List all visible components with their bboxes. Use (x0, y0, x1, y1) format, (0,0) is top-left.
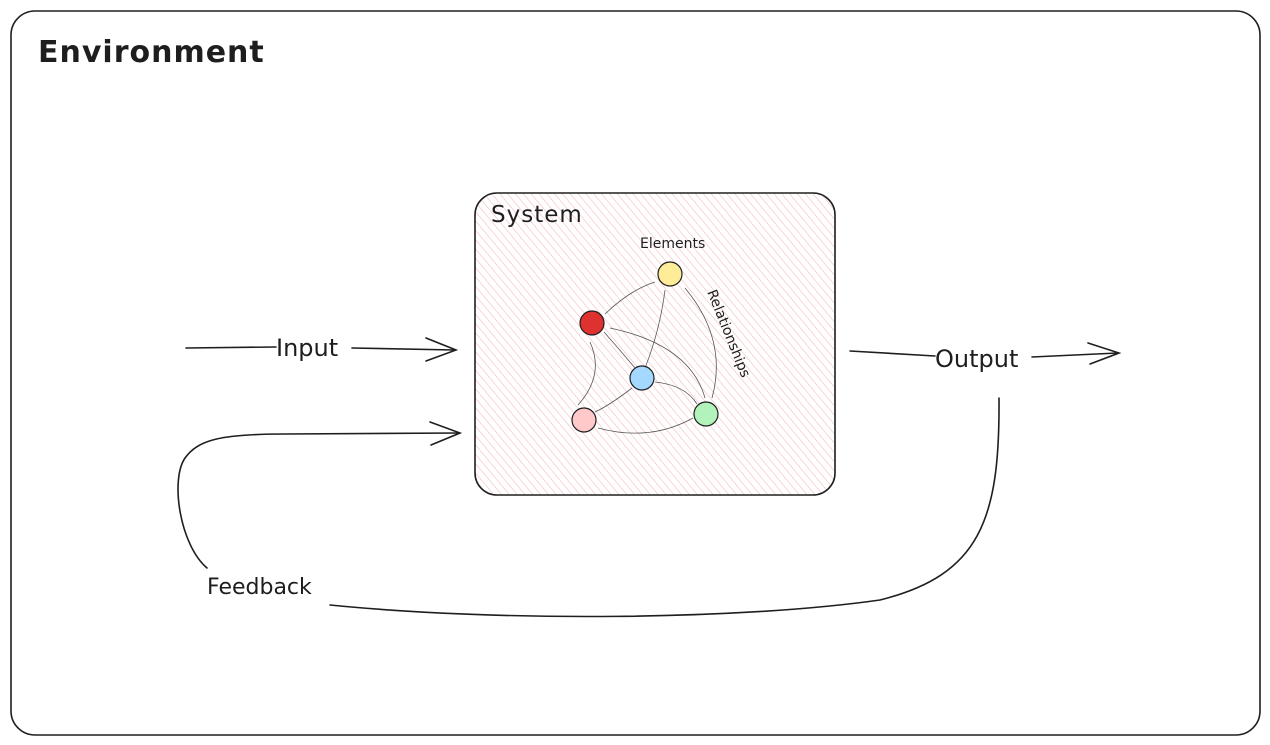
relationship-line (603, 331, 636, 369)
node-pink (571, 407, 597, 433)
input-label: Input (276, 334, 338, 362)
node-red (579, 310, 605, 336)
system-label: System (491, 202, 583, 228)
relationship-line (654, 381, 698, 405)
output-label: Output (935, 345, 1018, 373)
feedback-arrow (177, 397, 1000, 618)
relationship-line (594, 387, 633, 413)
relationship-line (644, 289, 666, 369)
elements-label: Elements (640, 236, 705, 252)
environment-boundary (10, 10, 1261, 736)
feedback-label: Feedback (207, 575, 312, 600)
environment-label: Environment (38, 35, 265, 70)
relationship-line (604, 281, 656, 315)
relationship-line (609, 327, 706, 399)
relationship-line (684, 287, 717, 399)
node-green (693, 401, 719, 427)
node-blue (629, 365, 655, 391)
input-arrow (185, 337, 459, 362)
node-yellow (657, 261, 683, 287)
output-arrow (849, 342, 1122, 365)
system-box-fill (475, 193, 835, 495)
relationship-lines (577, 281, 717, 434)
relationship-line (597, 417, 694, 434)
system-box (474, 192, 836, 496)
relationship-line (577, 341, 596, 406)
